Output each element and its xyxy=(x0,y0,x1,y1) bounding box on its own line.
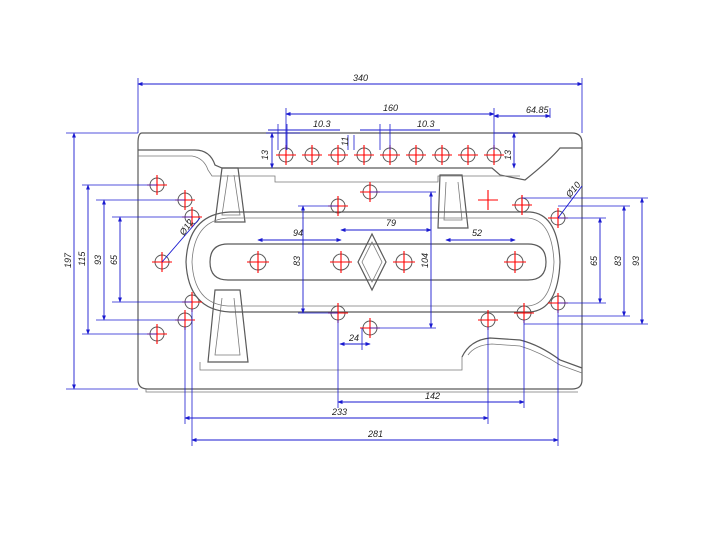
dim-52: 52 xyxy=(472,228,482,238)
dim-10-3-left: 10.3 xyxy=(313,119,331,129)
dim-10-3-right: 10.3 xyxy=(417,119,435,129)
dimension-lines xyxy=(66,78,648,446)
plate-outline xyxy=(137,132,583,393)
dim-160: 160 xyxy=(383,103,398,113)
dim-197: 197 xyxy=(63,252,73,268)
dim-64-85: 64.85 xyxy=(526,105,550,115)
dim-94: 94 xyxy=(293,228,303,238)
dim-65-left: 65 xyxy=(109,254,119,265)
dim-11: 11 xyxy=(340,137,350,146)
dim-65-right: 65 xyxy=(589,255,599,266)
dim-13-right: 13 xyxy=(503,150,513,160)
dim-13-left: 13 xyxy=(260,150,270,160)
dim-diameter-left: Ø12 xyxy=(177,217,196,237)
dim-281: 281 xyxy=(367,429,383,439)
dim-142: 142 xyxy=(425,391,440,401)
dim-233: 233 xyxy=(331,407,347,417)
dim-340: 340 xyxy=(353,73,368,83)
dim-93-right: 93 xyxy=(631,256,641,266)
dim-83-right: 83 xyxy=(613,256,623,266)
dim-93-left: 93 xyxy=(93,255,103,265)
dim-83-slot: 83 xyxy=(292,256,302,266)
dim-24: 24 xyxy=(348,333,359,343)
dimension-labels: 340 160 10.3 10.3 64.85 11 13 13 197 115… xyxy=(63,73,641,439)
dim-79: 79 xyxy=(386,218,396,228)
dim-104: 104 xyxy=(420,253,430,268)
dim-115: 115 xyxy=(77,251,87,266)
